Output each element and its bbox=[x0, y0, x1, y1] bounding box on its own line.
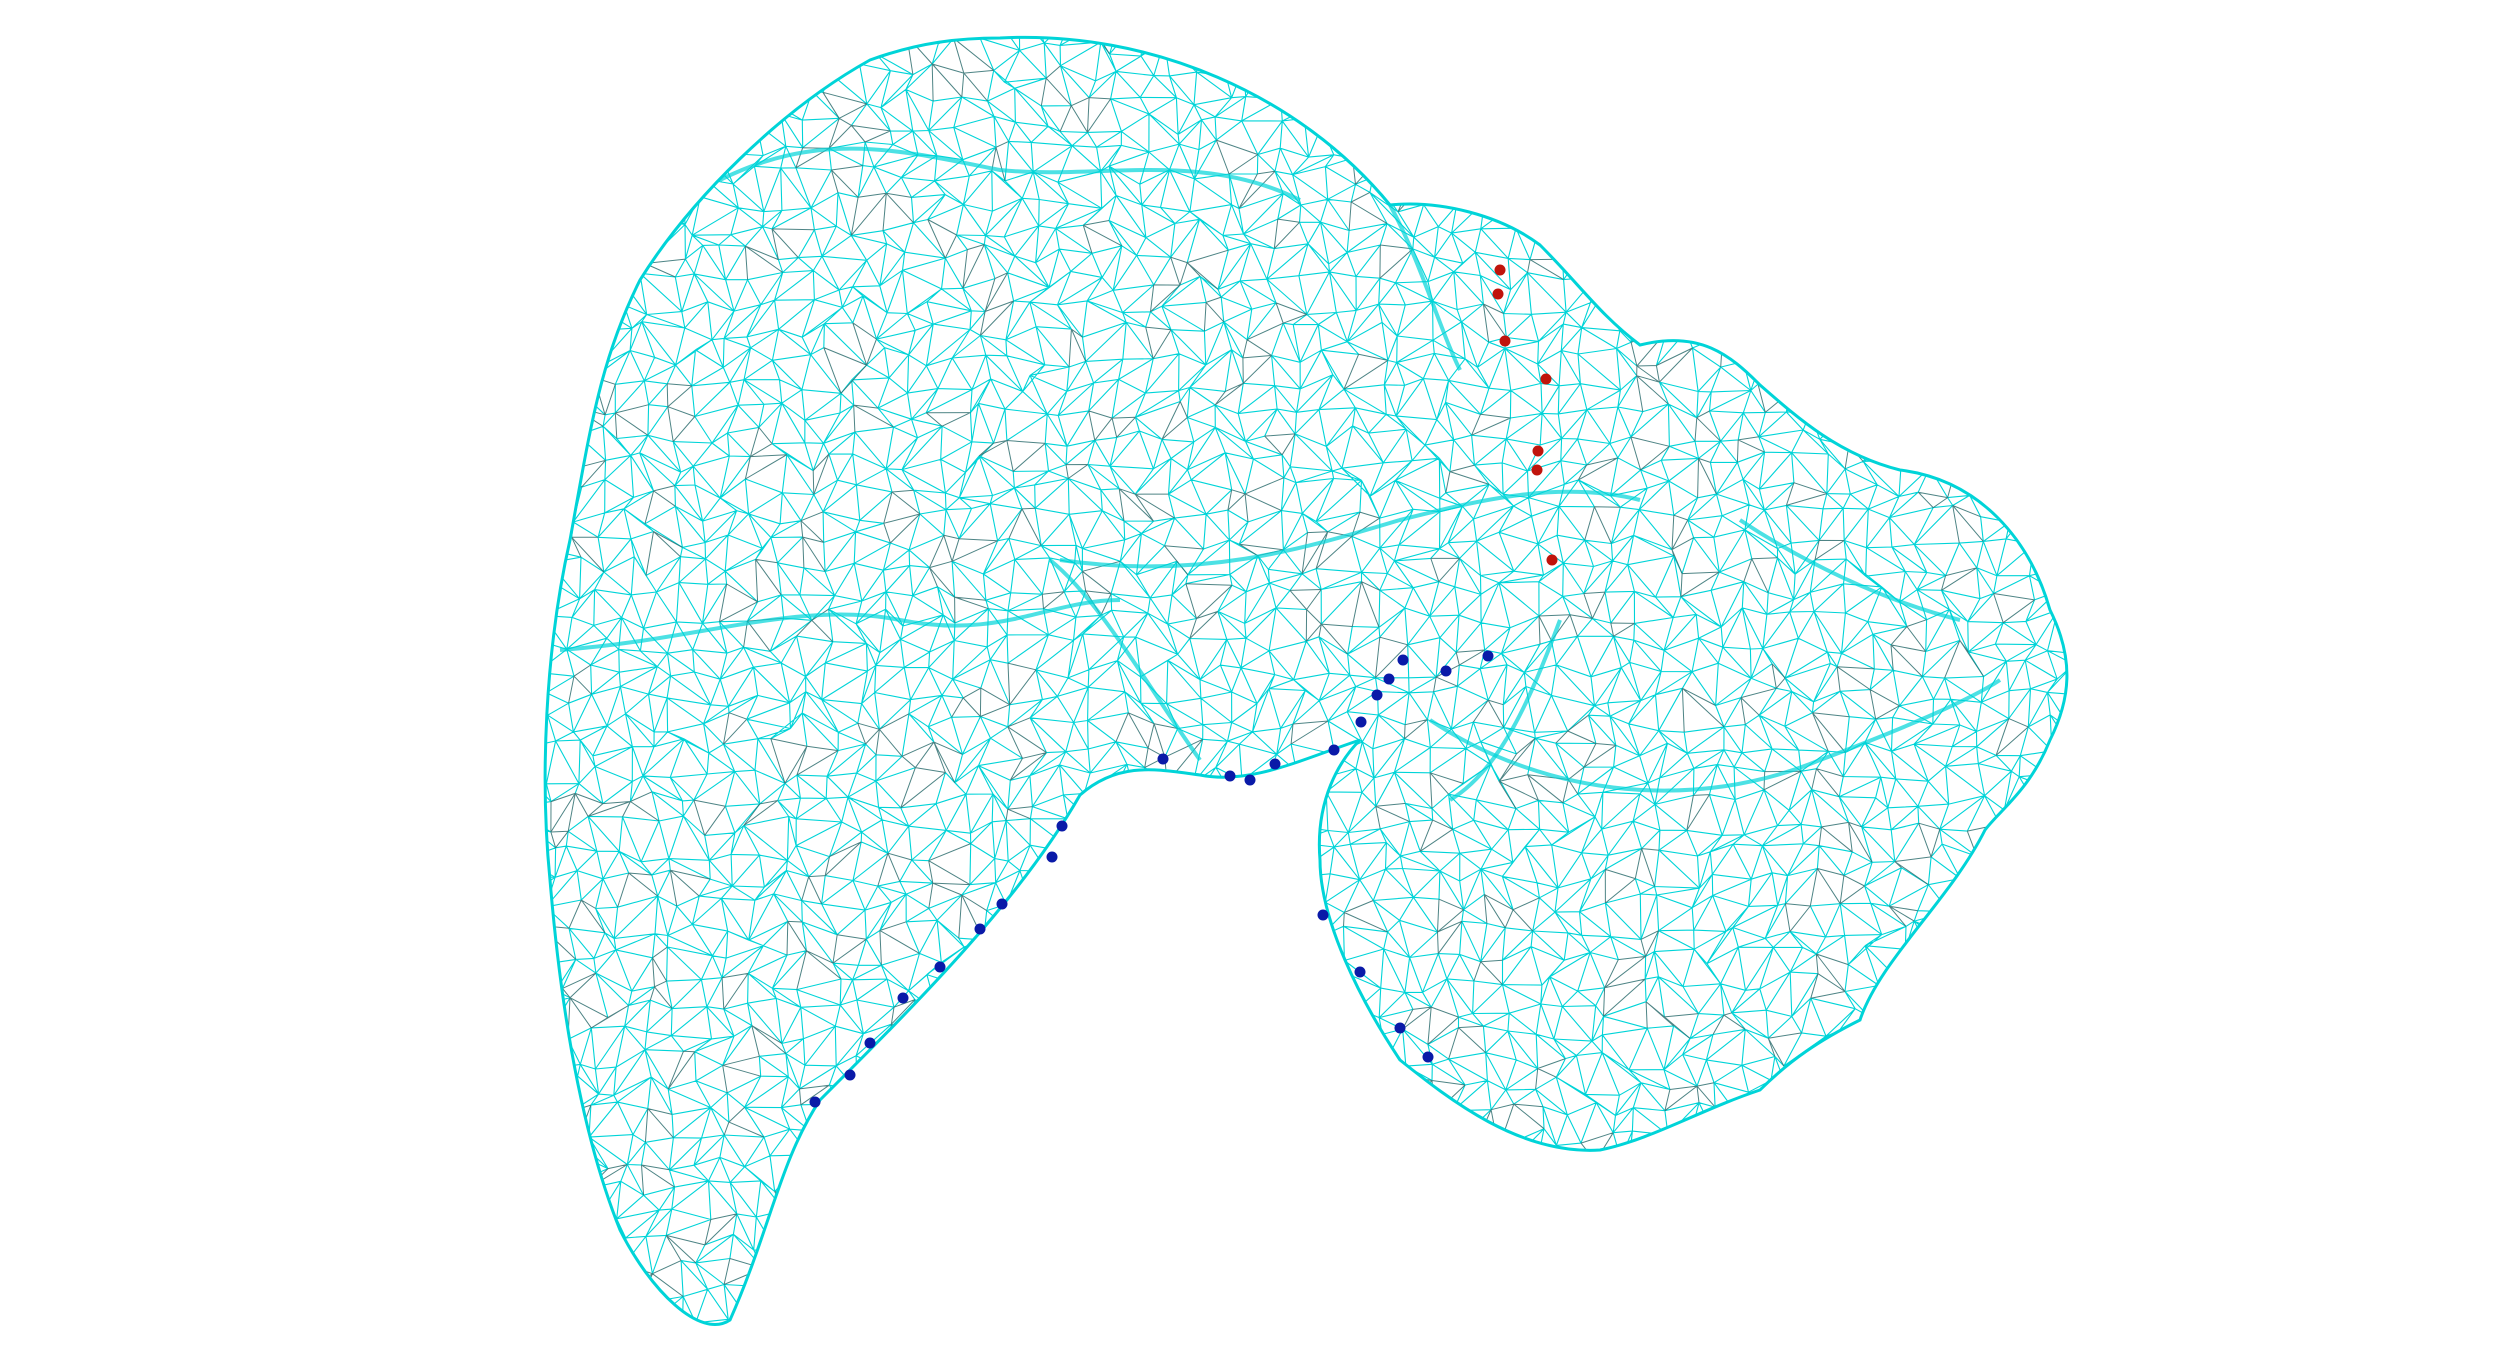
fold-line bbox=[1059, 489, 1641, 569]
blue-landmark-points[interactable] bbox=[809, 650, 1494, 1108]
mesh-triangle-edges bbox=[545, 37, 2067, 1325]
blue-landmark-point[interactable] bbox=[1383, 673, 1395, 685]
blue-landmark-point[interactable] bbox=[1394, 1022, 1406, 1034]
blue-landmark-point[interactable] bbox=[1422, 1051, 1434, 1063]
blue-landmark-point[interactable] bbox=[1354, 966, 1366, 978]
blue-landmark-point[interactable] bbox=[897, 992, 909, 1004]
blue-landmark-point[interactable] bbox=[1397, 654, 1409, 666]
blue-landmark-point[interactable] bbox=[864, 1037, 876, 1049]
red-landmark-point[interactable] bbox=[1492, 288, 1504, 300]
red-landmark-point[interactable] bbox=[1546, 554, 1558, 566]
blue-landmark-point[interactable] bbox=[809, 1096, 821, 1108]
blue-landmark-point[interactable] bbox=[1056, 820, 1068, 832]
blue-landmark-point[interactable] bbox=[1317, 909, 1329, 921]
blue-landmark-point[interactable] bbox=[1269, 758, 1281, 770]
blue-landmark-point[interactable] bbox=[1046, 851, 1058, 863]
fold-line bbox=[1448, 619, 1562, 802]
fold-line bbox=[559, 598, 1121, 652]
blue-landmark-point[interactable] bbox=[1224, 770, 1236, 782]
red-landmark-point[interactable] bbox=[1494, 264, 1506, 276]
fold-line bbox=[1388, 204, 1462, 371]
blue-landmark-point[interactable] bbox=[1328, 744, 1340, 756]
blue-landmark-point[interactable] bbox=[1440, 665, 1452, 677]
mesh-boundary bbox=[543, 35, 2069, 1326]
red-landmark-point[interactable] bbox=[1532, 445, 1544, 457]
mesh-edges bbox=[545, 37, 2067, 1325]
blue-landmark-point[interactable] bbox=[844, 1069, 856, 1081]
red-landmark-point[interactable] bbox=[1499, 335, 1511, 347]
blue-landmark-point[interactable] bbox=[974, 923, 986, 935]
mesh-shaded-edges bbox=[545, 37, 2067, 1325]
fold-line bbox=[1048, 558, 1202, 762]
blue-landmark-point[interactable] bbox=[934, 961, 946, 973]
fold-line bbox=[1428, 678, 2002, 793]
blue-landmark-point[interactable] bbox=[1482, 650, 1494, 662]
blue-landmark-point[interactable] bbox=[996, 898, 1008, 910]
red-landmark-points[interactable] bbox=[1492, 264, 1558, 566]
red-landmark-point[interactable] bbox=[1540, 373, 1552, 385]
blue-landmark-point[interactable] bbox=[1371, 689, 1383, 701]
mesh-outline bbox=[543, 35, 2069, 1326]
fold-line bbox=[1738, 518, 1961, 622]
red-landmark-point[interactable] bbox=[1531, 464, 1543, 476]
surface-folds bbox=[559, 146, 2002, 802]
fold-line bbox=[719, 146, 1301, 202]
blue-landmark-point[interactable] bbox=[1244, 774, 1256, 786]
blue-landmark-point[interactable] bbox=[1157, 753, 1169, 765]
blue-landmark-point[interactable] bbox=[1355, 716, 1367, 728]
